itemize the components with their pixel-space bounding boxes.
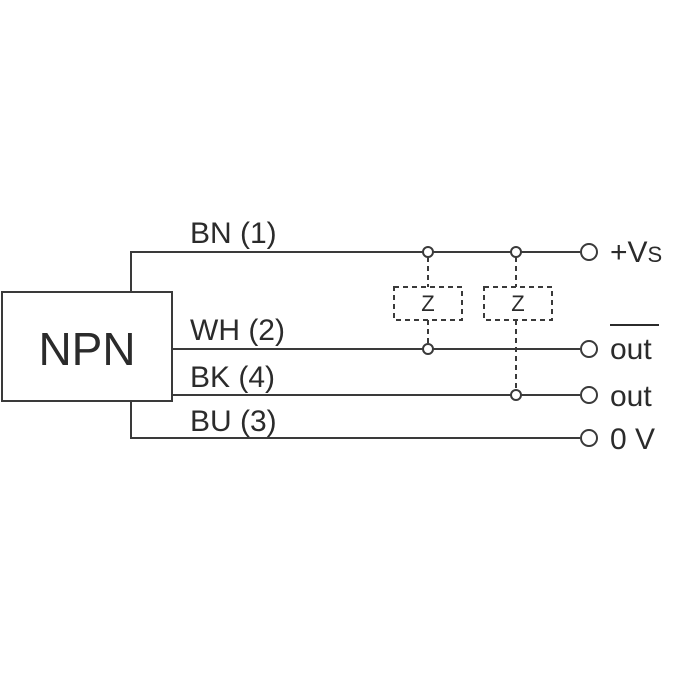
sensor-label: NPN: [38, 323, 135, 375]
terminal-out-label: out: [610, 380, 652, 413]
terminal-vs-main: +V: [610, 236, 648, 269]
terminal-vs-label: +VS: [610, 236, 662, 269]
terminal-out: [580, 386, 598, 404]
terminal-out-inverted-label: out: [610, 333, 652, 366]
load-1-label: Z: [421, 291, 434, 316]
junction-bn-load-1: [422, 246, 434, 258]
junction-bk-load-2: [510, 389, 522, 401]
junction-bn-load-2: [510, 246, 522, 258]
load-2-label: Z: [511, 291, 524, 316]
terminal-vs-subscript: S: [648, 242, 663, 267]
terminal-vs: [580, 243, 598, 261]
wire-bn-label: BN (1): [190, 217, 277, 250]
wire-bu: [130, 401, 580, 439]
wire-wh-label: WH (2): [190, 314, 285, 347]
npn-sensor-box: [1, 291, 173, 402]
wire-bk-label: BK (4): [190, 361, 275, 394]
terminal-0v: [580, 429, 598, 447]
terminal-0v-label: 0 V: [610, 423, 655, 456]
terminal-out-inverted: [580, 340, 598, 358]
wire-bu-label: BU (3): [190, 405, 277, 438]
junction-wh-load-1: [422, 343, 434, 355]
load-2-box: [483, 286, 553, 321]
